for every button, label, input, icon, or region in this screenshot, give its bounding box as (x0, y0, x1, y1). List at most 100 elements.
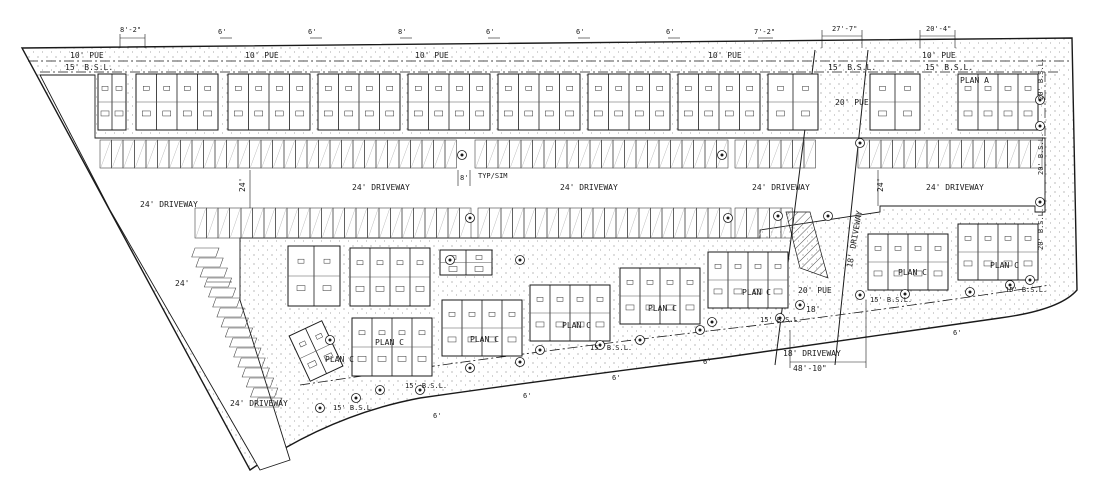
stall-mark (411, 140, 422, 168)
fixture (385, 110, 394, 117)
tree-center (468, 366, 472, 370)
dim-7-2: 7'-2" (754, 28, 775, 36)
stall-mark (1008, 140, 1019, 168)
label-bsl-east-2: 20' B.S.L. (1037, 133, 1045, 175)
fixture (1024, 86, 1032, 91)
fixture (378, 330, 386, 336)
stall-mark (547, 208, 558, 238)
stall-mark (579, 140, 590, 168)
dim-6-s2: 6' (523, 392, 531, 400)
stall-mark (927, 140, 938, 168)
fixture (396, 260, 404, 266)
label-pue-3: 10' PUE (415, 51, 449, 60)
fixture (234, 110, 243, 117)
stall-mark (379, 208, 390, 238)
fixture (594, 110, 603, 117)
stall-mark (365, 140, 376, 168)
stall-mark (758, 208, 769, 238)
fixture (575, 321, 585, 328)
fixture (963, 110, 973, 117)
label-pue-20-b: 20' PUE (798, 286, 832, 295)
tree-center (1038, 124, 1042, 128)
fixture (142, 110, 151, 117)
fixture (626, 280, 634, 285)
stall-mark (559, 208, 570, 238)
label-plan-c-6: PLAN C (742, 288, 771, 297)
parking-stall (233, 347, 262, 358)
fixture (487, 336, 497, 343)
stall-mark (296, 140, 307, 168)
fixture (416, 260, 424, 266)
stall-mark (388, 140, 399, 168)
stall-mark (414, 208, 425, 238)
fixture (556, 297, 564, 302)
stall-mark (287, 208, 298, 238)
dimension-lines (119, 30, 956, 368)
building (317, 73, 401, 131)
label-driveway-5: 24' DRIVEWAY (926, 183, 984, 192)
fixture (984, 236, 992, 241)
fixture (345, 86, 352, 91)
label-driveway-1: 24' DRIVEWAY (140, 200, 198, 209)
label-bsl-3: 15' B.S.L. (925, 63, 973, 72)
parking-stall (1030, 139, 1043, 169)
fixture (323, 258, 331, 264)
stall-mark (434, 140, 445, 168)
pue-corridor-right (834, 49, 869, 366)
stall-mark (513, 208, 524, 238)
stall-mark (241, 208, 252, 238)
tree-center (1008, 283, 1012, 287)
stall-mark (478, 208, 489, 238)
stall-mark (674, 208, 685, 238)
fixture (704, 110, 713, 117)
stall-mark (100, 140, 111, 168)
fixture (435, 86, 442, 91)
label-typ-sim: TYP/SIM (478, 172, 508, 180)
fixture (983, 110, 993, 117)
stall-mark (544, 140, 555, 168)
tree-center (720, 153, 724, 157)
fixture (417, 356, 427, 362)
fixture (100, 110, 110, 117)
tree-center (638, 338, 642, 342)
fixture (525, 86, 532, 91)
stall-mark (996, 140, 1007, 168)
fixture (295, 110, 304, 117)
stall-mark (146, 140, 157, 168)
fixture (296, 285, 306, 291)
fixture (395, 286, 405, 292)
label-bsl-s4: 15' B.S.L. (760, 316, 802, 324)
label-bsl-1: 15' B.S.L. (65, 63, 113, 72)
fixture (183, 110, 192, 117)
fixture (357, 356, 367, 362)
stall-mark (962, 140, 973, 168)
stall-mark (1019, 140, 1030, 168)
fixture (773, 288, 783, 295)
fixture (448, 312, 456, 317)
stall-mark (475, 140, 486, 168)
dim-6-c: 6' (486, 28, 494, 36)
fixture (565, 110, 574, 117)
stall-mark (204, 140, 215, 168)
stall-mark (735, 140, 746, 168)
building (677, 73, 761, 131)
stall-mark (353, 140, 364, 168)
stall-mark (425, 208, 436, 238)
fixture (163, 86, 170, 91)
stall-mark (399, 140, 410, 168)
stall-mark (570, 208, 581, 238)
fixture (873, 270, 883, 277)
parking-stall (224, 327, 254, 338)
parking-stall (444, 139, 457, 169)
fixture (777, 86, 784, 91)
stall-mark (322, 208, 333, 238)
fixture (733, 288, 743, 295)
stall-mark (498, 140, 509, 168)
dim-6-s1: 6' (433, 412, 441, 420)
stall-mark (299, 208, 310, 238)
label-bsl-s5: 15' B.S.L. (870, 296, 912, 304)
stall-mark (881, 140, 892, 168)
fixture (505, 86, 512, 91)
fixture (655, 110, 664, 117)
dim-8-b: 8' (460, 174, 468, 182)
